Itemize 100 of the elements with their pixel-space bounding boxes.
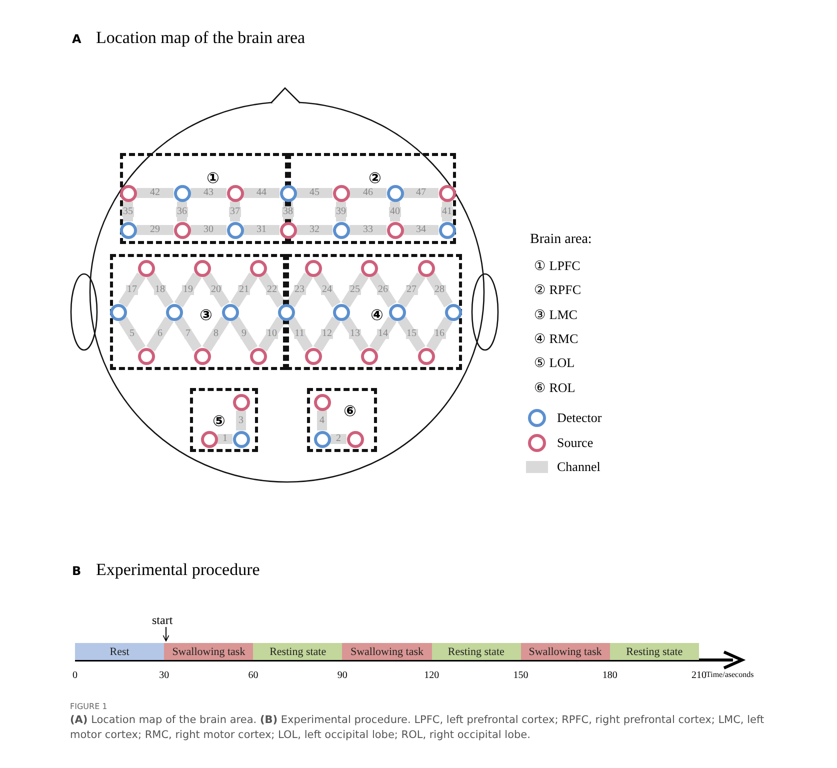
- brain-area-box: [307, 388, 377, 452]
- legend-text: Channel: [557, 459, 600, 475]
- channel-number: 29: [149, 225, 161, 235]
- panel-heading: Experimental procedure: [96, 560, 260, 580]
- phase-segment: Rest: [75, 643, 164, 660]
- channel-number: 28: [434, 285, 446, 295]
- axis-title: Time/aseconds: [706, 670, 754, 680]
- channel-band: [426, 316, 453, 352]
- channel-number: 8: [212, 329, 220, 339]
- channel-band: [146, 316, 174, 352]
- channel-band: [174, 272, 202, 308]
- panel-letter: A: [72, 32, 82, 46]
- channel-band: [174, 316, 202, 352]
- channel-number: 32: [308, 225, 320, 235]
- channel-band: [286, 316, 313, 352]
- channel-band: [398, 316, 426, 352]
- channel-band: [336, 202, 346, 222]
- tick-label: 210: [692, 670, 706, 682]
- channel-number: 24: [321, 285, 333, 295]
- channel-number: 20: [210, 285, 222, 295]
- area-key-text: ④ RMC: [534, 330, 578, 346]
- legend-heading: Brain area:: [530, 232, 592, 249]
- channel-band: [136, 188, 174, 198]
- detector-ring: [280, 184, 296, 202]
- channel-band: [317, 410, 327, 430]
- channel-number: 17: [126, 285, 138, 295]
- tick-label: 0: [72, 670, 78, 682]
- channel-band: [218, 434, 232, 444]
- channel-number: 43: [202, 188, 214, 198]
- source-ring: [250, 260, 266, 276]
- channel-number: 33: [362, 225, 374, 235]
- channel-number: 38: [282, 206, 294, 216]
- channel-number: 42: [149, 188, 161, 198]
- area-number: ③: [200, 306, 212, 324]
- detector-ring: [232, 430, 250, 448]
- source-ring: [174, 222, 190, 238]
- channel-band: [350, 188, 386, 198]
- legend-text: Detector: [557, 410, 602, 426]
- channel-number: 31: [256, 225, 268, 235]
- channel-number: 39: [335, 206, 347, 216]
- panel-letter: B: [72, 564, 82, 578]
- source-ring: [386, 222, 404, 238]
- channel-band: [123, 202, 133, 222]
- channel-number: 35: [122, 206, 134, 216]
- channel-number: 25: [349, 285, 361, 295]
- source-ring: [304, 260, 322, 276]
- channel-band: [296, 225, 332, 235]
- channel-number: 44: [256, 188, 268, 198]
- channel-band: [390, 202, 400, 222]
- channel-number: 7: [184, 329, 192, 339]
- detector-ring: [314, 430, 330, 448]
- channel-band: [313, 272, 341, 308]
- channel-band: [258, 316, 286, 352]
- arrow: [162, 626, 170, 642]
- tick-label: 90: [337, 670, 348, 682]
- channel-band: [283, 202, 293, 222]
- channel-number: 46: [362, 188, 374, 198]
- detector-ring: [438, 222, 456, 238]
- channel-number: 12: [321, 329, 333, 339]
- channel-number: 47: [415, 188, 427, 198]
- channel-band: [258, 272, 286, 308]
- area-number: ①: [206, 169, 220, 187]
- channel-band: [313, 316, 341, 352]
- source-ring: [314, 394, 330, 410]
- channel-band: [286, 272, 313, 308]
- channel-number: 26: [377, 285, 389, 295]
- area-number: ⑤: [212, 412, 226, 430]
- source-ring: [120, 184, 136, 202]
- detector-ring: [226, 222, 244, 238]
- channel-band: [190, 225, 226, 235]
- source-ring: [138, 348, 154, 364]
- phase-segment: Resting state: [253, 643, 342, 660]
- channel-band: [404, 225, 438, 235]
- channel-number: 23: [294, 285, 306, 295]
- channel-band: [350, 225, 386, 235]
- phase-segment: Resting state: [432, 643, 521, 660]
- channel-band: [244, 188, 280, 198]
- source-ring: [232, 394, 250, 410]
- channel-band: [398, 272, 426, 308]
- detector-ring: [174, 184, 190, 202]
- channel-band: [244, 225, 280, 235]
- source-ring: [250, 348, 266, 364]
- tick-label: 30: [159, 670, 170, 682]
- detector-ring: [444, 304, 462, 320]
- channel-number: 22: [266, 285, 278, 295]
- detector-ring: [386, 184, 404, 202]
- source-ring: [418, 260, 434, 276]
- source-ring: [280, 222, 296, 238]
- source-ring: [194, 260, 210, 276]
- channel-band: [442, 202, 452, 222]
- tick-label: 60: [248, 670, 258, 682]
- area-number: ②: [368, 169, 382, 187]
- channel-number: 30: [202, 225, 214, 235]
- channel-number: 18: [154, 285, 166, 295]
- channel-number: 36: [176, 206, 188, 216]
- channel-number: 10: [266, 329, 278, 339]
- figure-label: FIGURE 1: [70, 702, 108, 712]
- channel-number: 4: [318, 416, 326, 426]
- channel-band: [341, 316, 369, 352]
- channel-band: [369, 316, 397, 352]
